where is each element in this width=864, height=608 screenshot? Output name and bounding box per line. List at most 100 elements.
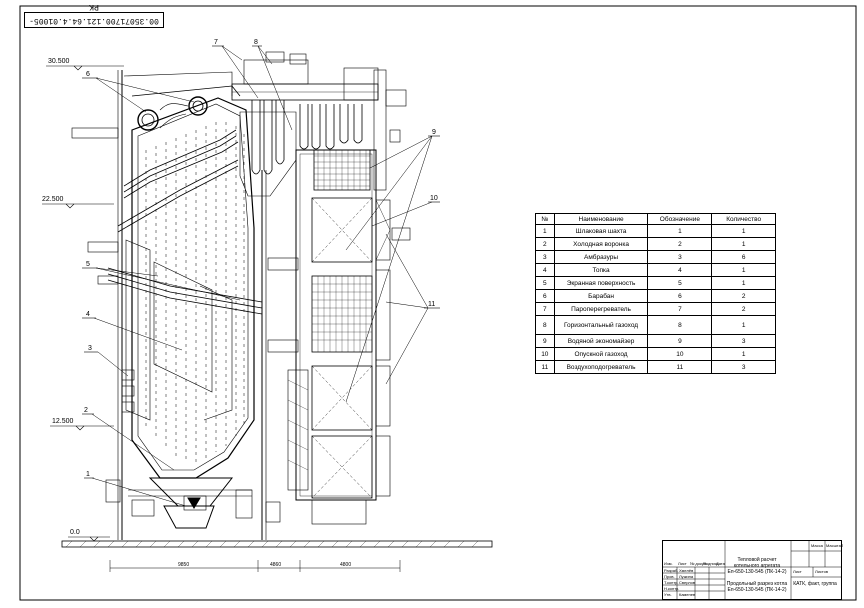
legend-cell-name: Водяной экономайзер <box>553 334 649 348</box>
callout-number: 11 <box>428 301 435 308</box>
role-label: Н.контр. <box>664 586 680 591</box>
callout-number: 7 <box>214 39 218 46</box>
legend-cell-name: Амбразуры <box>553 250 649 264</box>
legend-cell-code: 11 <box>647 360 713 374</box>
elevation-label: 0.0 <box>70 529 80 536</box>
legend-cell-name: Экранная поверхность <box>553 276 649 290</box>
legend-header-cell: Количество <box>711 213 776 225</box>
callout-number: 2 <box>84 407 88 414</box>
legend-cell-code: 5 <box>647 276 713 290</box>
legend-cell-n: 2 <box>535 237 555 251</box>
column-label: Подпись <box>703 561 719 566</box>
column-label: № докум. <box>690 561 708 566</box>
legend-cell-code: 10 <box>647 347 713 361</box>
bottom-dimensions <box>109 560 401 572</box>
elevation-label: 22.500 <box>42 196 64 203</box>
legend-cell-qty: 1 <box>711 263 776 277</box>
legend-cell-qty: 1 <box>711 237 776 251</box>
leader-lines <box>91 45 433 507</box>
legend-cell-code: 1 <box>647 224 713 238</box>
legend-header-cell: № <box>535 213 555 225</box>
legend-cell-qty: 1 <box>711 347 776 361</box>
dimension-value: 4800 <box>340 562 351 568</box>
legend-cell-name: Шлаковая шахта <box>553 224 649 238</box>
title-block: Тепловой расчет котельного агрегата Еп-6… <box>662 540 844 600</box>
organization: КАТК, факт, группа <box>793 581 837 587</box>
callout-underlines <box>82 45 440 479</box>
ratio-label: Масштаб <box>826 543 844 548</box>
callout-number: 5 <box>86 261 90 268</box>
dimension-value: 9850 <box>178 562 189 568</box>
legend-cell-code: 3 <box>647 250 713 264</box>
mass-label: Масса <box>811 543 823 548</box>
role-label: Утв. <box>664 592 672 597</box>
legend-cell-code: 8 <box>647 315 713 335</box>
legend-cell-code: 4 <box>647 263 713 277</box>
callout-number: 8 <box>254 39 258 46</box>
legend-header-row: № Наименование Обозначение Количество <box>535 213 776 225</box>
drawing-title: Продольный разрез котла Еп-650-130-545 (… <box>726 581 788 593</box>
project-title: Тепловой расчет котельного агрегата Еп-6… <box>727 557 787 575</box>
legend-cell-n: 7 <box>535 302 555 316</box>
elevation-label: 30.500 <box>48 58 70 65</box>
legend-cell-code: 6 <box>647 289 713 303</box>
legend-cell-qty: 2 <box>711 302 776 316</box>
role-label: Т.контр. <box>664 580 679 585</box>
legend-cell-n: 5 <box>535 276 555 290</box>
sheets-label: Листов <box>815 569 828 574</box>
callout-number: 6 <box>86 71 90 78</box>
legend-cell-code: 7 <box>647 302 713 316</box>
drawing-frame <box>19 5 857 601</box>
document-stamp: 00.35071700.121.64.4.01005-PK <box>24 2 164 28</box>
legend-header-cell: Наименование <box>553 213 649 225</box>
legend-cell-n: 1 <box>535 224 555 238</box>
legend-cell-n: 9 <box>535 334 555 348</box>
legend-cell-name: Воздухоподогреватель <box>553 360 649 374</box>
sheet-label: Лист <box>793 569 802 574</box>
callout-number: 4 <box>86 311 90 318</box>
callout-number: 9 <box>432 129 436 136</box>
legend-cell-n: 11 <box>535 360 555 374</box>
ground-slab <box>61 540 493 548</box>
title-block-grid <box>663 541 841 599</box>
callout-number: 1 <box>86 471 90 478</box>
convective-shaft <box>267 89 411 525</box>
drums <box>123 71 241 131</box>
legend-cell-name: Пароперегреватель <box>553 302 649 316</box>
legend-cell-n: 10 <box>535 347 555 361</box>
callout-number: 10 <box>430 195 438 202</box>
legend-cell-name: Опускной газоход <box>553 347 649 361</box>
legend-cell-n: 3 <box>535 250 555 264</box>
legend-cell-qty: 2 <box>711 289 776 303</box>
role-label: Разраб. <box>664 568 679 573</box>
legend-cell-qty: 1 <box>711 224 776 238</box>
column-label: Изм. <box>664 561 673 566</box>
legend-cell-n: 6 <box>535 289 555 303</box>
superheater <box>231 51 387 197</box>
legend-cell-name: Горизонтальный газоход <box>553 315 649 335</box>
signer-name: Каменев <box>679 592 696 597</box>
legend-cell-n: 4 <box>535 263 555 277</box>
furnace <box>71 70 281 540</box>
column-label: Лист <box>678 561 687 566</box>
legend-cell-name: Топка <box>553 263 649 277</box>
legend-cell-name: Холодная воронка <box>553 237 649 251</box>
legend-cell-qty: 1 <box>711 315 776 335</box>
signer-name: Сверлов <box>679 580 696 585</box>
role-label: Пров. <box>664 574 675 579</box>
legend-cell-name: Барабан <box>553 289 649 303</box>
legend-cell-qty: 3 <box>711 360 776 374</box>
legend-cell-qty: 6 <box>711 250 776 264</box>
